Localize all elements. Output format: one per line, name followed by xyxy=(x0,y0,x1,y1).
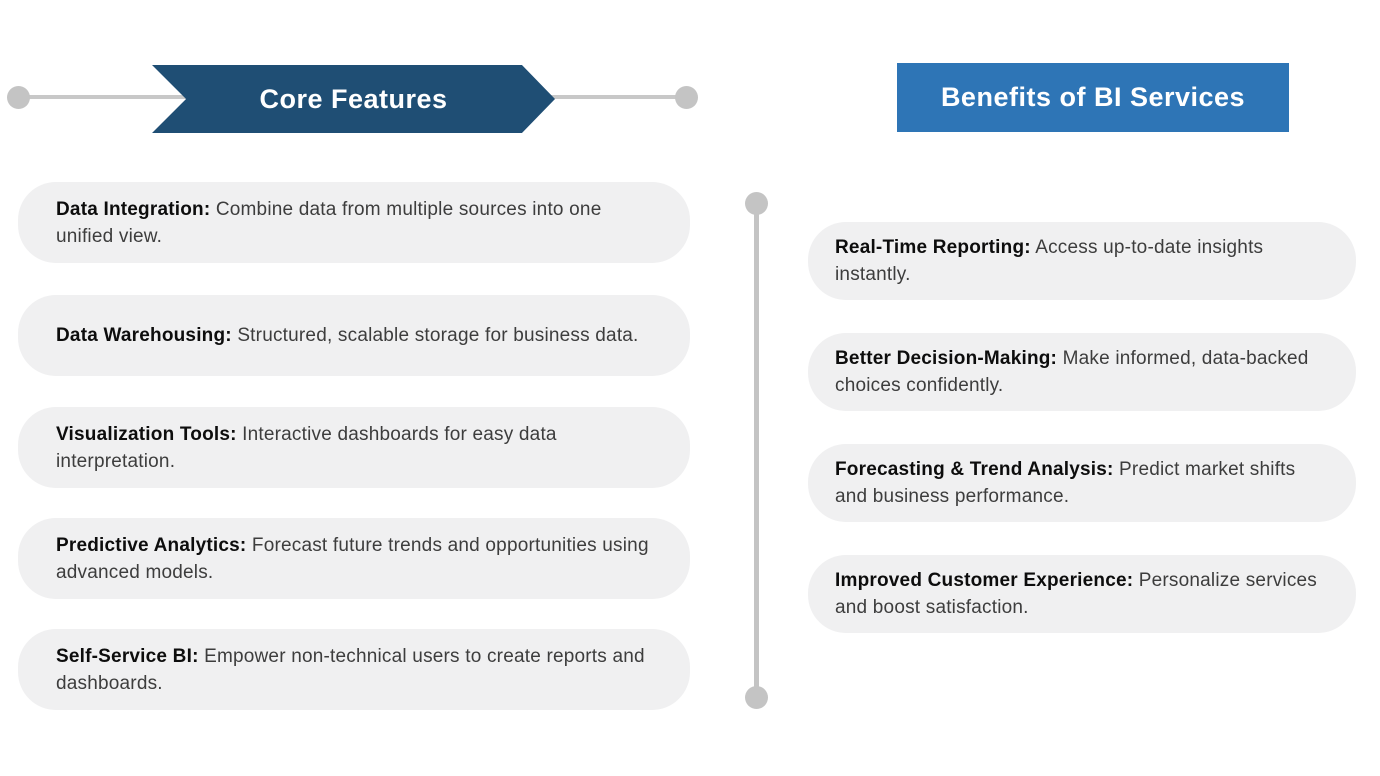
core-features-title: Core Features xyxy=(259,84,448,114)
card-description: Structured, scalable storage for busines… xyxy=(237,325,639,346)
card-text: Forecasting & Trend Analysis: Predict ma… xyxy=(835,456,1326,510)
feature-card-data-integration: Data Integration: Combine data from mult… xyxy=(18,182,690,263)
card-title: Real-Time Reporting: xyxy=(835,237,1031,258)
card-text: Predictive Analytics: Forecast future tr… xyxy=(56,532,650,586)
benefit-card-better-decision-making: Better Decision-Making: Make informed, d… xyxy=(808,333,1356,411)
card-text: Data Warehousing: Structured, scalable s… xyxy=(56,322,639,349)
card-description: Personalize services and boost satisfact… xyxy=(835,570,1318,618)
card-text: Visualization Tools: Interactive dashboa… xyxy=(56,421,650,475)
card-description: Make informed, data-backed choices confi… xyxy=(835,348,1309,396)
card-title: Data Integration: xyxy=(56,198,211,220)
card-description: Combine data from multiple sources into … xyxy=(56,198,602,247)
feature-card-data-warehousing: Data Warehousing: Structured, scalable s… xyxy=(18,295,690,376)
card-description: Access up-to-date insights instantly. xyxy=(835,237,1264,285)
card-text: Improved Customer Experience: Personaliz… xyxy=(835,567,1326,621)
connector-dot-right xyxy=(675,86,698,109)
connector-dot-top xyxy=(745,192,768,215)
card-description: Interactive dashboards for easy data int… xyxy=(56,423,557,472)
vertical-connector-line xyxy=(754,203,759,697)
connector-dot-left xyxy=(7,86,30,109)
card-text: Self-Service BI: Empower non-technical u… xyxy=(56,643,650,697)
feature-card-visualization-tools: Visualization Tools: Interactive dashboa… xyxy=(18,407,690,488)
benefit-card-forecasting-trend-analysis: Forecasting & Trend Analysis: Predict ma… xyxy=(808,444,1356,522)
card-description: Forecast future trends and opportunities… xyxy=(56,534,649,583)
card-title: Self-Service BI: xyxy=(56,645,199,667)
card-text: Data Integration: Combine data from mult… xyxy=(56,196,650,250)
benefits-header-banner: Benefits of BI Services xyxy=(897,63,1289,132)
card-title: Predictive Analytics: xyxy=(56,534,247,556)
card-description: Empower non-technical users to create re… xyxy=(56,645,645,694)
feature-card-self-service-bi: Self-Service BI: Empower non-technical u… xyxy=(18,629,690,710)
feature-card-predictive-analytics: Predictive Analytics: Forecast future tr… xyxy=(18,518,690,599)
card-text: Real-Time Reporting: Access up-to-date i… xyxy=(835,234,1326,288)
card-title: Visualization Tools: xyxy=(56,423,237,445)
benefit-card-improved-customer-experience: Improved Customer Experience: Personaliz… xyxy=(808,555,1356,633)
benefit-card-real-time-reporting: Real-Time Reporting: Access up-to-date i… xyxy=(808,222,1356,300)
card-title: Better Decision-Making: xyxy=(835,348,1058,369)
card-title: Data Warehousing: xyxy=(56,325,232,346)
card-title: Improved Customer Experience: xyxy=(835,570,1134,591)
card-title: Forecasting & Trend Analysis: xyxy=(835,459,1114,480)
card-description: Predict market shifts and business perfo… xyxy=(835,459,1296,507)
benefits-title: Benefits of BI Services xyxy=(940,82,1246,112)
core-features-banner: Core Features xyxy=(152,65,555,133)
card-text: Better Decision-Making: Make informed, d… xyxy=(835,345,1326,399)
connector-dot-bottom xyxy=(745,686,768,709)
